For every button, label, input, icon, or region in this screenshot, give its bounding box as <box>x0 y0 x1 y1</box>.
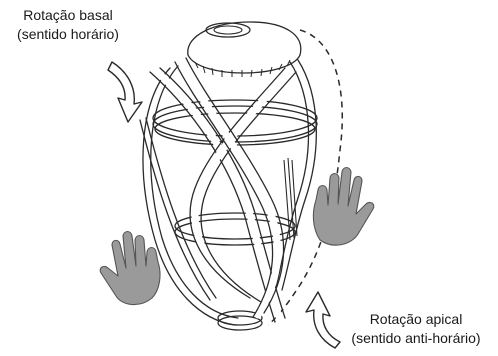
basal-rotation-label: Rotação basal (sentido horário) <box>4 6 132 44</box>
left-hand-icon <box>100 232 160 305</box>
apical-rotation-title: Rotação apical <box>340 310 492 329</box>
clockwise-arrow-icon <box>108 62 142 122</box>
apical-rotation-label: Rotação apical (sentido anti-horário) <box>340 310 492 348</box>
apical-rotation-direction: (sentido anti-horário) <box>340 329 492 348</box>
counterclockwise-arrow-icon <box>306 292 340 348</box>
basal-rotation-direction: (sentido horário) <box>4 25 132 44</box>
front-spiral-bands <box>140 58 296 322</box>
right-hand-icon <box>313 168 373 246</box>
basal-rotation-title: Rotação basal <box>4 6 132 25</box>
